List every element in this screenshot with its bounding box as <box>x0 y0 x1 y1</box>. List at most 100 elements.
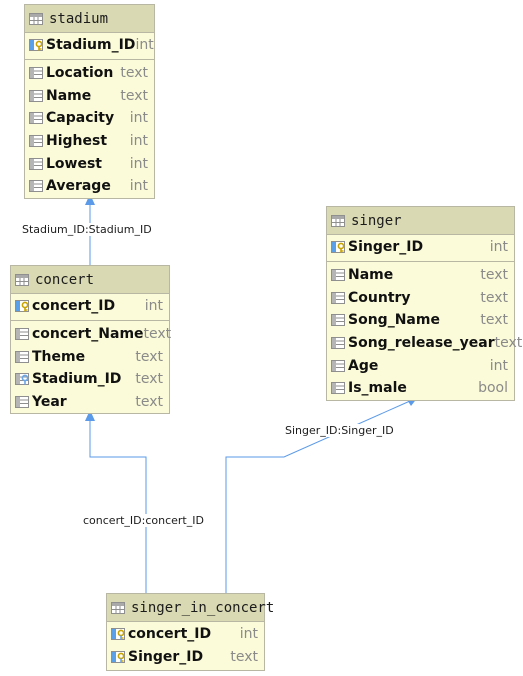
column-name: concert_ID <box>128 626 212 643</box>
column-row[interactable]: Is_male bool <box>327 377 514 400</box>
column-type: bool <box>478 380 508 397</box>
column-row[interactable]: Stadium_ID text <box>11 368 169 391</box>
table-title: concert <box>35 271 95 288</box>
table-header[interactable]: singer <box>327 207 514 235</box>
column-row[interactable]: concert_ID int <box>11 295 169 318</box>
column-type: int <box>144 298 163 315</box>
arrowhead-concert <box>85 410 95 421</box>
column-name: Stadium_ID <box>32 371 122 388</box>
column-icon <box>331 382 345 395</box>
column-name: Name <box>46 87 92 104</box>
column-icon <box>29 112 43 125</box>
column-type: text <box>135 371 163 388</box>
primary-key-icon <box>15 300 29 313</box>
primary-key-icon <box>29 39 43 52</box>
column-type: int <box>129 133 148 150</box>
primary-foreign-key-icon <box>111 628 125 641</box>
column-type: text <box>480 267 508 284</box>
table-header[interactable]: stadium <box>25 5 154 33</box>
column-name: Age <box>348 357 379 374</box>
column-row[interactable]: Country text <box>327 286 514 309</box>
table-header[interactable]: concert <box>11 266 169 294</box>
column-icon <box>29 135 43 148</box>
table-icon <box>331 214 345 227</box>
column-row[interactable]: Average int <box>25 175 154 198</box>
primary-key-icon <box>331 241 345 254</box>
column-name: Location <box>46 65 114 82</box>
column-row[interactable]: Year text <box>11 391 169 414</box>
column-type: text <box>120 65 148 82</box>
column-row[interactable]: Location text <box>25 62 154 85</box>
column-type: text <box>494 335 523 352</box>
column-name: Year <box>32 394 67 411</box>
column-icon <box>15 396 29 409</box>
column-icon <box>15 328 29 341</box>
column-icon <box>15 350 29 363</box>
column-name: Country <box>348 289 411 306</box>
edge-sic-concert <box>89 414 147 594</box>
arrowhead-stadium <box>85 194 95 205</box>
column-row[interactable]: Theme text <box>11 345 169 368</box>
column-type: text <box>230 649 258 666</box>
edge-label-singer-id: Singer_ID:Singer_ID <box>285 424 394 437</box>
table-icon <box>111 601 125 614</box>
column-type: int <box>489 239 508 256</box>
column-name: Song_Name <box>348 312 440 329</box>
table-header[interactable]: singer_in_concert <box>107 594 274 622</box>
column-name: Theme <box>32 348 86 365</box>
column-row[interactable]: Singer_ID text <box>107 646 264 669</box>
column-type: text <box>480 289 508 306</box>
column-name: Capacity <box>46 110 115 127</box>
table-title: singer <box>351 212 402 229</box>
edge-label-stadium-id: Stadium_ID:Stadium_ID <box>22 223 152 236</box>
column-icon <box>331 291 345 304</box>
table-title: stadium <box>49 10 109 27</box>
column-name: Is_male <box>348 380 407 397</box>
column-row[interactable]: concert_ID int <box>107 623 264 646</box>
edge-label-concert-id: concert_ID:concert_ID <box>83 514 204 527</box>
primary-foreign-key-icon <box>111 651 125 664</box>
column-icon <box>331 337 345 350</box>
column-row[interactable]: Song_Name text <box>327 309 514 332</box>
column-name: concert_ID <box>32 298 116 315</box>
column-type: text <box>480 312 508 329</box>
column-row[interactable]: Capacity int <box>25 107 154 130</box>
table-icon <box>29 12 43 25</box>
column-icon <box>331 314 345 327</box>
column-type: int <box>129 110 148 127</box>
column-name: Song_release_year <box>348 335 495 352</box>
column-type: int <box>239 626 258 643</box>
column-icon <box>29 89 43 102</box>
column-icon <box>29 67 43 80</box>
column-icon <box>29 180 43 193</box>
column-name: Lowest <box>46 155 102 172</box>
column-name: Average <box>46 178 111 195</box>
primary-key-section: concert_ID int <box>11 294 169 321</box>
column-name: Singer_ID <box>128 649 204 666</box>
table-icon <box>15 273 29 286</box>
column-type: int <box>129 178 148 195</box>
column-type: text <box>135 394 163 411</box>
column-icon <box>29 157 43 170</box>
foreign-key-icon <box>15 373 29 386</box>
column-type: text <box>135 348 163 365</box>
column-name: Stadium_ID <box>46 37 136 54</box>
